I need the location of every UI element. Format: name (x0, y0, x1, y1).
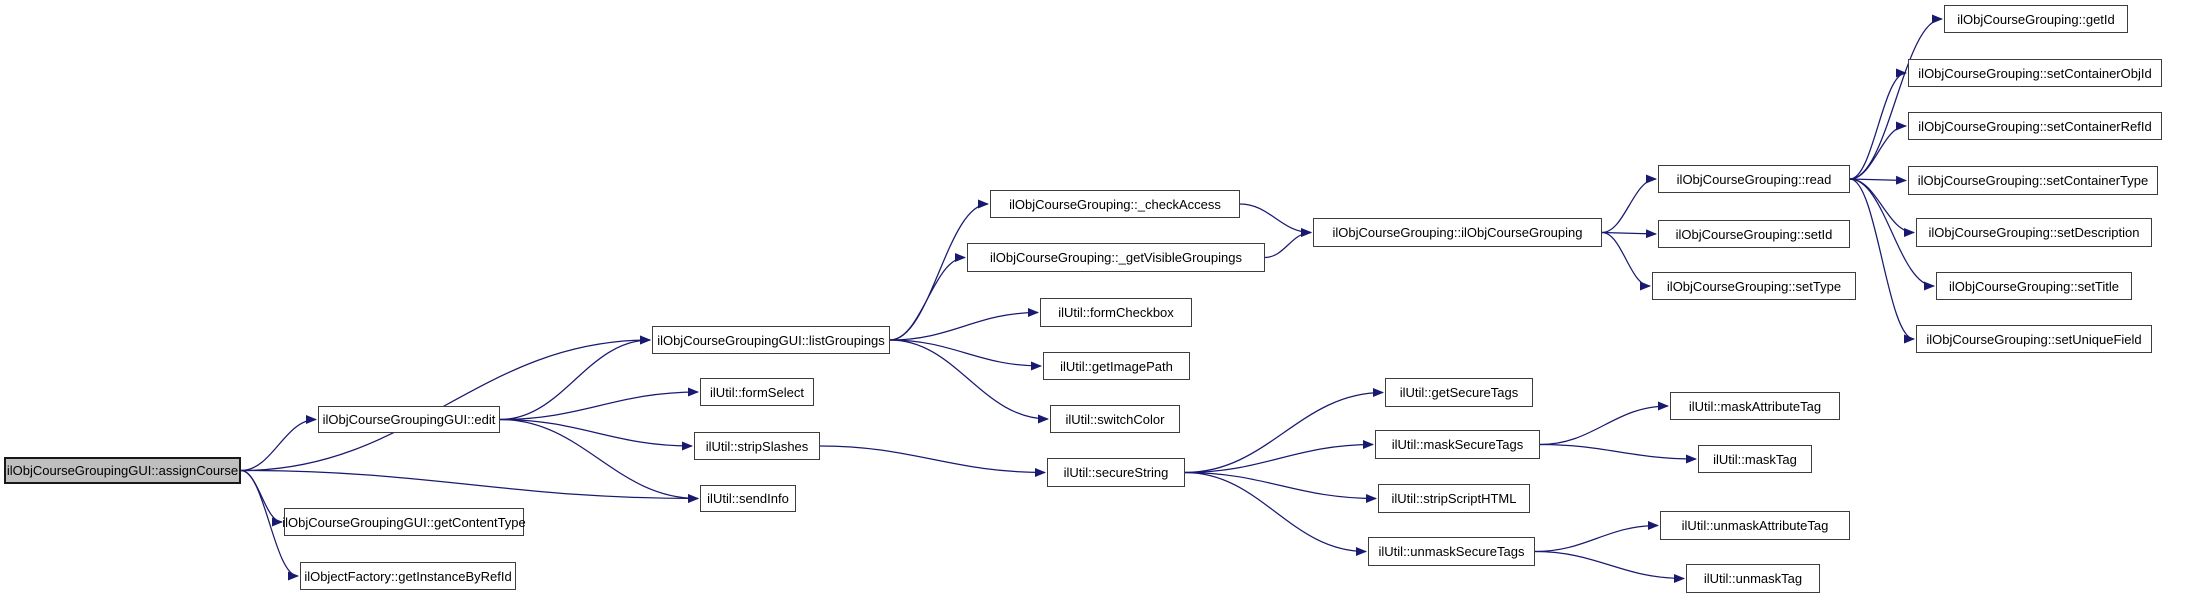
node-set_type[interactable]: ilObjCourseGrouping::setType (1652, 272, 1856, 300)
edge-assign_course-to-get_content_type (240, 469, 283, 527)
node-mask_secure_tags[interactable]: ilUtil::maskSecureTags (1375, 430, 1540, 459)
node-set_container_obj_id[interactable]: ilObjCourseGrouping::setContainerObjId (1908, 59, 2162, 87)
node-send_info[interactable]: ilUtil::sendInfo (700, 485, 796, 512)
node-assign_course[interactable]: ilObjCourseGroupingGUI::assignCourse (4, 457, 241, 484)
edge-check_access-to-ctor (1239, 203, 1312, 237)
edge-read-to-set_container_obj_id (1849, 68, 1907, 180)
edge-gui_edit-to-form_select (499, 387, 699, 421)
node-list_groupings[interactable]: ilObjCourseGroupingGUI::listGroupings (652, 326, 890, 354)
node-mask_tag[interactable]: ilUtil::maskTag (1698, 445, 1812, 473)
node-set_container_type[interactable]: ilObjCourseGrouping::setContainerType (1908, 166, 2158, 195)
edge-mask_secure_tags-to-mask_attribute_tag (1539, 401, 1669, 446)
node-get_secure_tags[interactable]: ilUtil::getSecureTags (1385, 378, 1533, 407)
node-form_checkbox[interactable]: ilUtil::formCheckbox (1040, 298, 1192, 327)
edge-assign_course-to-gui_edit (240, 415, 317, 472)
edge-list_groupings-to-get_image_path (889, 339, 1042, 371)
edge-read-to-set_container_ref_id (1849, 121, 1907, 180)
node-set_description[interactable]: ilObjCourseGrouping::setDescription (1916, 218, 2152, 247)
edge-secure_string-to-unmask_secure_tags (1184, 471, 1367, 556)
edge-list_groupings-to-form_checkbox (889, 308, 1039, 341)
edge-ctor-to-set_type (1601, 231, 1651, 291)
edge-unmask_secure_tags-to-unmask_attribute_tag (1534, 521, 1659, 553)
node-get_content_type[interactable]: ilObjCourseGroupingGUI::getContentType (282, 508, 526, 536)
node-set_container_ref_id[interactable]: ilObjCourseGrouping::setContainerRefId (1908, 112, 2162, 140)
edge-strip_slashes-to-secure_string (819, 445, 1046, 477)
node-check_access[interactable]: ilObjCourseGrouping::_checkAccess (990, 190, 1240, 218)
node-get_visible_groupings[interactable]: ilObjCourseGrouping::_getVisibleGrouping… (967, 243, 1265, 272)
node-ctor[interactable]: ilObjCourseGrouping::ilObjCourseGrouping (1313, 218, 1602, 247)
node-form_select[interactable]: ilUtil::formSelect (700, 378, 814, 406)
edge-secure_string-to-get_secure_tags (1184, 388, 1384, 474)
edge-mask_secure_tags-to-mask_tag (1539, 443, 1697, 464)
node-set_id[interactable]: ilObjCourseGrouping::setId (1658, 220, 1850, 248)
edge-list_groupings-to-get_visible_groupings (889, 253, 966, 341)
node-unmask_attribute_tag[interactable]: ilUtil::unmaskAttributeTag (1660, 511, 1850, 540)
edge-read-to-set_title (1849, 178, 1935, 291)
edge-get_visible_groupings-to-ctor (1264, 228, 1312, 259)
node-switch_color[interactable]: ilUtil::switchColor (1050, 405, 1180, 433)
edge-secure_string-to-mask_secure_tags (1184, 440, 1374, 474)
edge-read-to-set_unique_field (1849, 178, 1915, 344)
edge-assign_course-to-get_instance_by_ref_id (240, 469, 299, 581)
edge-ctor-to-read (1601, 174, 1657, 234)
node-secure_string[interactable]: ilUtil::secureString (1047, 458, 1185, 487)
node-set_unique_field[interactable]: ilObjCourseGrouping::setUniqueField (1916, 325, 2152, 353)
edge-unmask_secure_tags-to-unmask_tag (1534, 550, 1685, 583)
node-get_id[interactable]: ilObjCourseGrouping::getId (1944, 5, 2128, 33)
edge-gui_edit-to-send_info (499, 418, 699, 503)
node-gui_edit[interactable]: ilObjCourseGroupingGUI::edit (318, 406, 500, 433)
node-mask_attribute_tag[interactable]: ilUtil::maskAttributeTag (1670, 392, 1840, 420)
edge-gui_edit-to-strip_slashes (499, 418, 693, 451)
edge-assign_course-to-send_info (240, 469, 699, 503)
node-set_title[interactable]: ilObjCourseGrouping::setTitle (1936, 272, 2132, 300)
edge-read-to-set_container_type (1849, 175, 1907, 185)
edge-secure_string-to-strip_script_html (1184, 471, 1377, 503)
node-unmask_secure_tags[interactable]: ilUtil::unmaskSecureTags (1368, 537, 1535, 566)
node-strip_script_html[interactable]: ilUtil::stripScriptHTML (1378, 484, 1530, 513)
edge-assign_course-to-list_groupings (240, 335, 651, 472)
edge-ctor-to-set_id (1601, 229, 1657, 239)
node-get_image_path[interactable]: ilUtil::getImagePath (1043, 352, 1190, 380)
node-get_instance_by_ref_id[interactable]: ilObjectFactory::getInstanceByRefId (300, 562, 516, 590)
edge-gui_edit-to-list_groupings (499, 335, 651, 421)
edge-list_groupings-to-check_access (889, 199, 989, 341)
node-strip_slashes[interactable]: ilUtil::stripSlashes (694, 432, 820, 460)
edge-list_groupings-to-switch_color (889, 339, 1049, 424)
node-unmask_tag[interactable]: ilUtil::unmaskTag (1686, 564, 1820, 593)
node-read[interactable]: ilObjCourseGrouping::read (1658, 165, 1850, 193)
edge-read-to-get_id (1849, 14, 1943, 180)
